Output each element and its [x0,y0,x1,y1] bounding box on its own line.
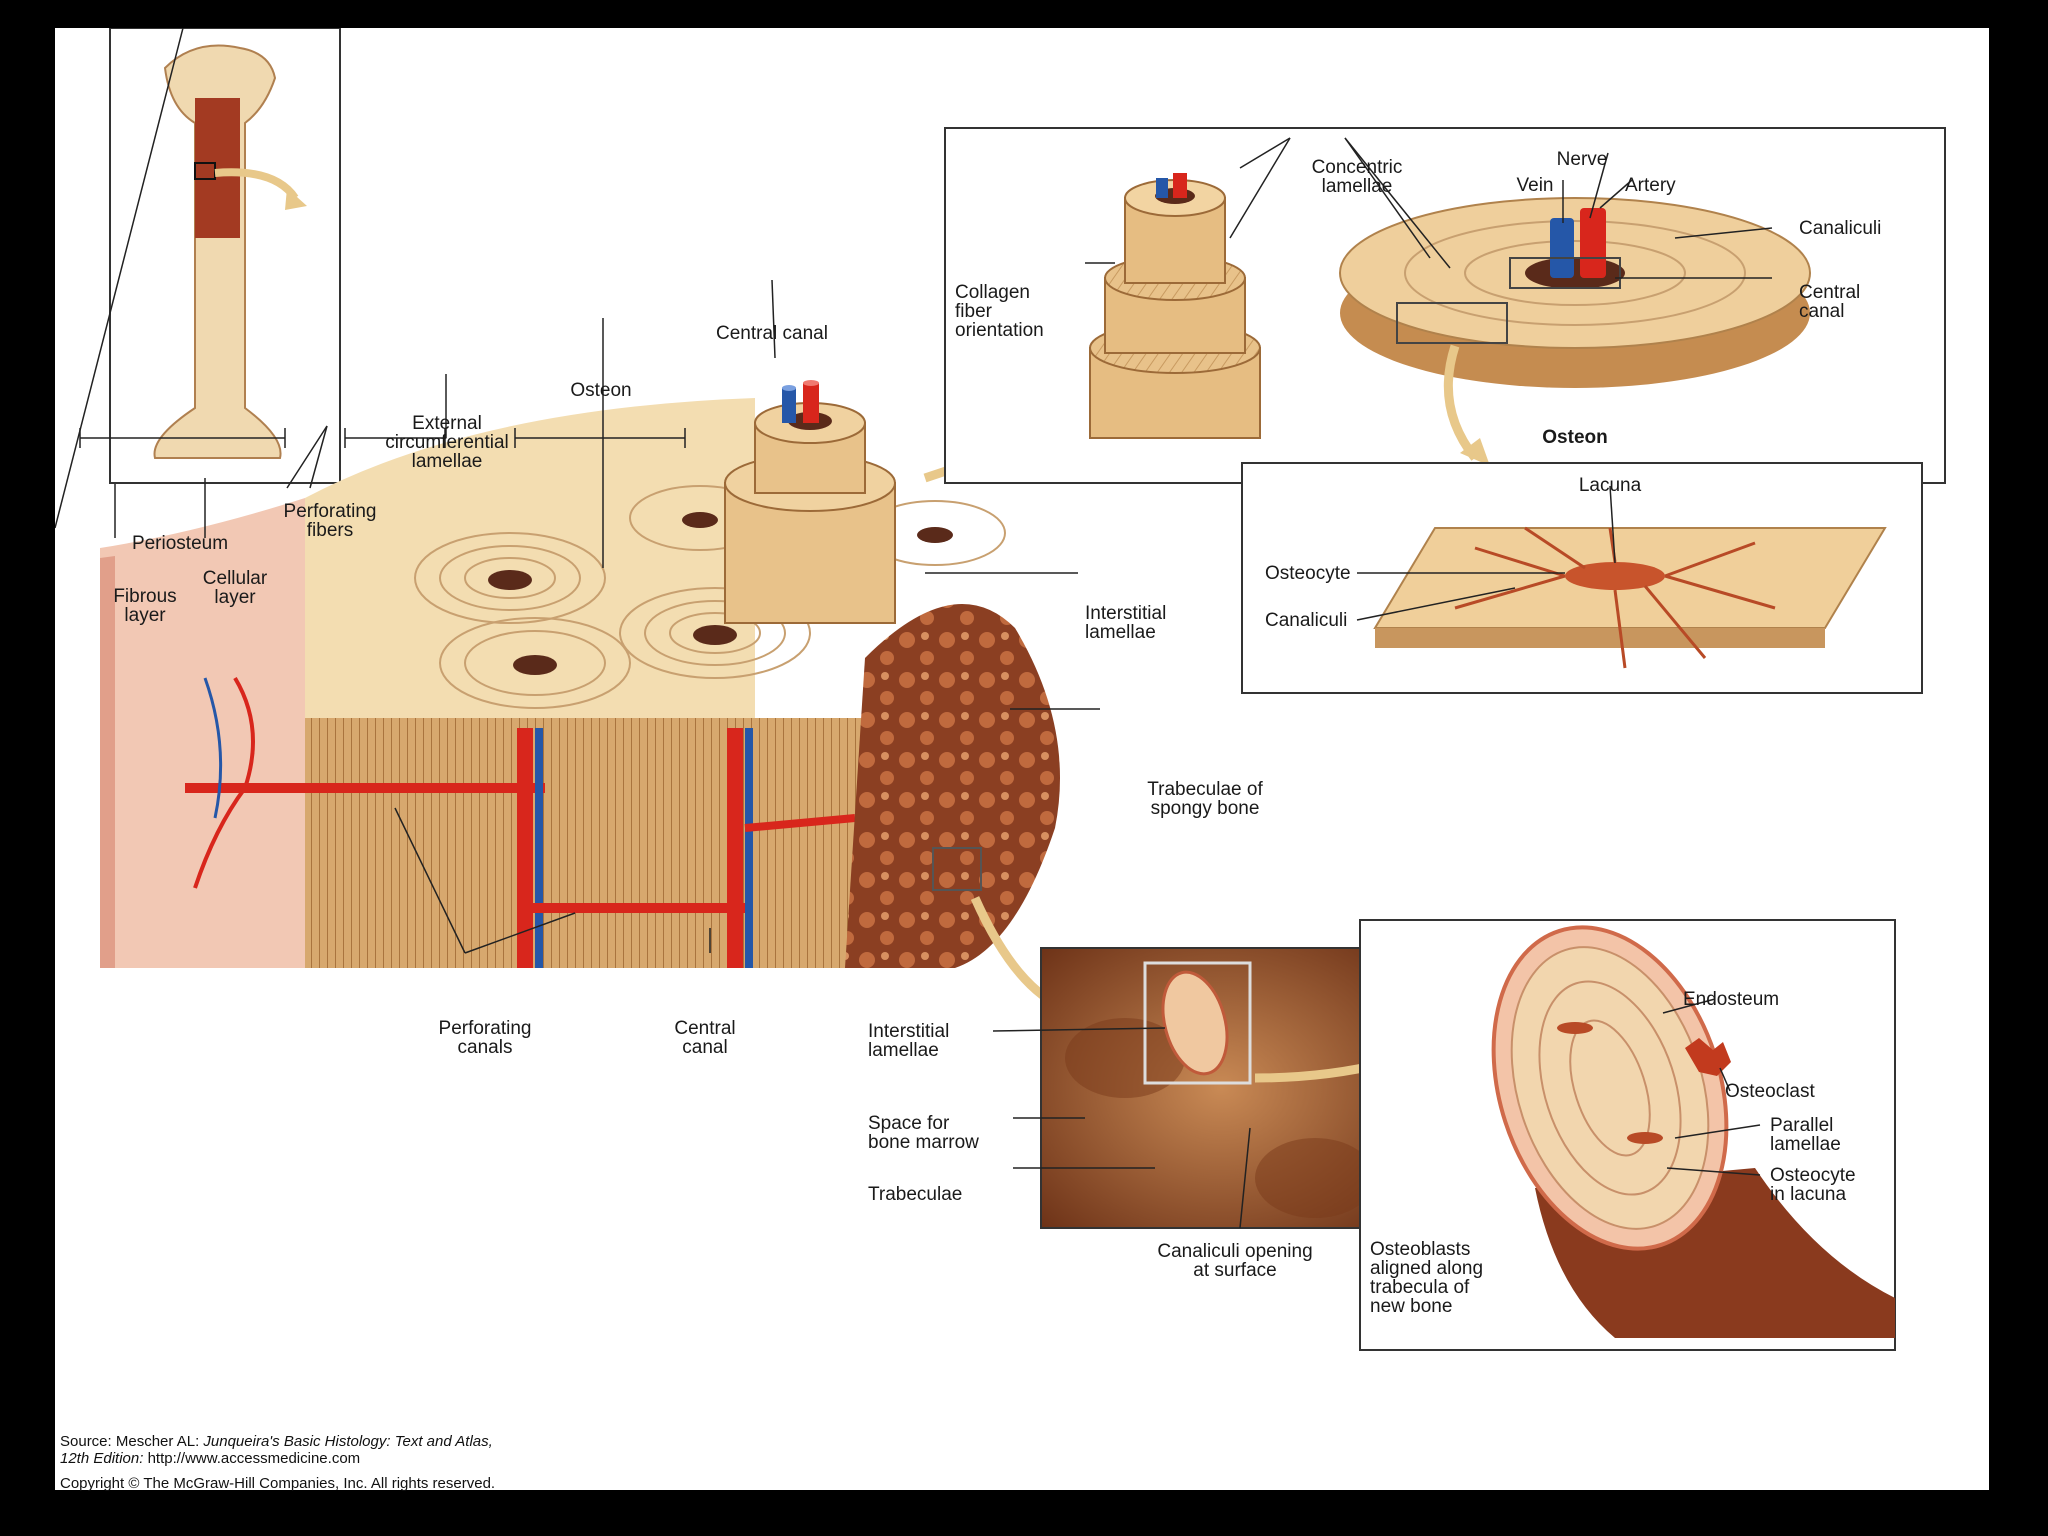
label-osteon-caption: Osteon [1542,427,1608,448]
label-perforating-fibers: Perforating fibers [283,501,377,541]
long-bone-inset [109,28,341,484]
source-url: http://www.accessmedicine.com [143,1450,361,1467]
label-nerve: Nerve [1556,149,1608,170]
osteon-cylinder [724,380,896,624]
label-concentric-lamellae: Concentric lamellae [1311,157,1403,197]
label-cellular-layer: Cellular layer [202,568,268,608]
label-canaliculi-osteon: Canaliculi [1799,218,1882,239]
label-lacuna: Lacuna [1578,475,1642,496]
label-osteocyte-in-lacuna: Osteocyte in lacuna [1770,1165,1856,1205]
leader-lines [55,28,1773,1229]
label-interstitial-lamellae: Interstitial lamellae [1085,603,1167,643]
label-parallel-lamellae: Parallel lamellae [1770,1115,1841,1155]
label-periosteum: Periosteum [131,533,229,554]
copyright-notice: Copyright © The McGraw-Hill Companies, I… [60,1475,496,1492]
label-trabeculae-spongy-bone: Trabeculae of spongy bone [1147,779,1263,819]
trabecula-panel [1040,947,1410,1229]
label-central-canal-osteon: Central canal [1799,282,1861,322]
source-title: Junqueira's Basic Histology: Text and At… [203,1433,493,1450]
label-space-bone-marrow: Space for bone marrow [868,1113,979,1153]
label-artery: Artery [1625,175,1676,196]
label-vein: Vein [1516,175,1554,196]
compact-bone-block [100,380,1085,1026]
label-osteoclast: Osteoclast [1725,1081,1815,1102]
figure-canvas: Central canal Osteon External circumfere… [55,28,1989,1492]
label-fibrous-layer: Fibrous layer [113,586,177,626]
label-endosteum: Endosteum [1683,989,1780,1010]
lacuna-panel [1241,462,1923,694]
label-collagen-fiber-orientation: Collagen fiber orientation [955,282,1044,341]
source-edition: 12th Edition: [60,1450,144,1467]
label-osteon: Osteon [570,380,632,401]
blood-vessels [185,676,856,968]
osteon-panel [944,127,1946,484]
label-perforating-canals: Perforating canals [438,1018,532,1058]
label-osteocyte: Osteocyte [1265,563,1351,584]
label-trabeculae: Trabeculae [868,1184,963,1205]
trabecula-detail-panel [1359,919,1896,1351]
label-central-canal: Central canal [716,323,828,344]
label-canaliculi-opening: Canaliculi opening at surface [1157,1241,1313,1281]
source-citation: Source: Mescher AL: Junqueira's Basic Hi… [60,1433,493,1467]
label-canaliculi-lacuna: Canaliculi [1265,610,1348,631]
label-central-canal-bottom: Central canal [674,1018,736,1058]
label-osteoblasts: Osteoblasts aligned along trabecula of n… [1370,1239,1484,1317]
label-external-circumferential-lamellae: External circumferential lamellae [385,413,509,472]
bone-structure-illustration [55,28,1946,1351]
source-prefix: Source: Mescher AL: [60,1433,204,1450]
label-interstitial-lamellae-trabecula: Interstitial lamellae [868,1021,950,1061]
